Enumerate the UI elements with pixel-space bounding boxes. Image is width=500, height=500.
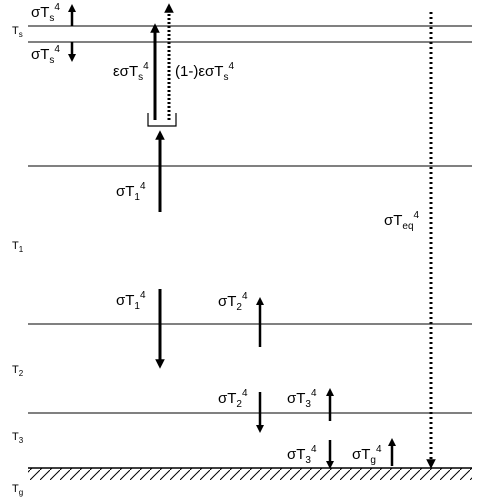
layer-label-t1: T1 bbox=[12, 240, 24, 254]
label-stg-up: σTg4 bbox=[352, 444, 382, 466]
label-st1-up: σT14 bbox=[116, 181, 146, 203]
ground-hatching bbox=[28, 468, 472, 480]
label-st2-up: σT24 bbox=[218, 291, 248, 313]
layer-label-tg: Tg bbox=[12, 483, 23, 497]
layer-label-ts: Ts bbox=[12, 25, 23, 39]
layer-label-t2: T2 bbox=[12, 364, 24, 378]
label-st3-up: σT34 bbox=[287, 388, 317, 410]
label-ests: εσTs4 bbox=[113, 61, 149, 83]
label-st2-down: σT24 bbox=[218, 388, 248, 410]
label-st1-down: σT14 bbox=[116, 290, 146, 312]
label-steq: σTeq4 bbox=[384, 210, 420, 232]
layer-label-t3: T3 bbox=[12, 431, 24, 445]
label-st3-down: σT34 bbox=[287, 444, 317, 466]
label-sts-down: σTs4 bbox=[31, 44, 60, 66]
bracket bbox=[147, 113, 177, 127]
label-sts-up: σTs4 bbox=[31, 2, 60, 24]
label-one-minus-ests: (1-)εσTs4 bbox=[175, 61, 234, 83]
